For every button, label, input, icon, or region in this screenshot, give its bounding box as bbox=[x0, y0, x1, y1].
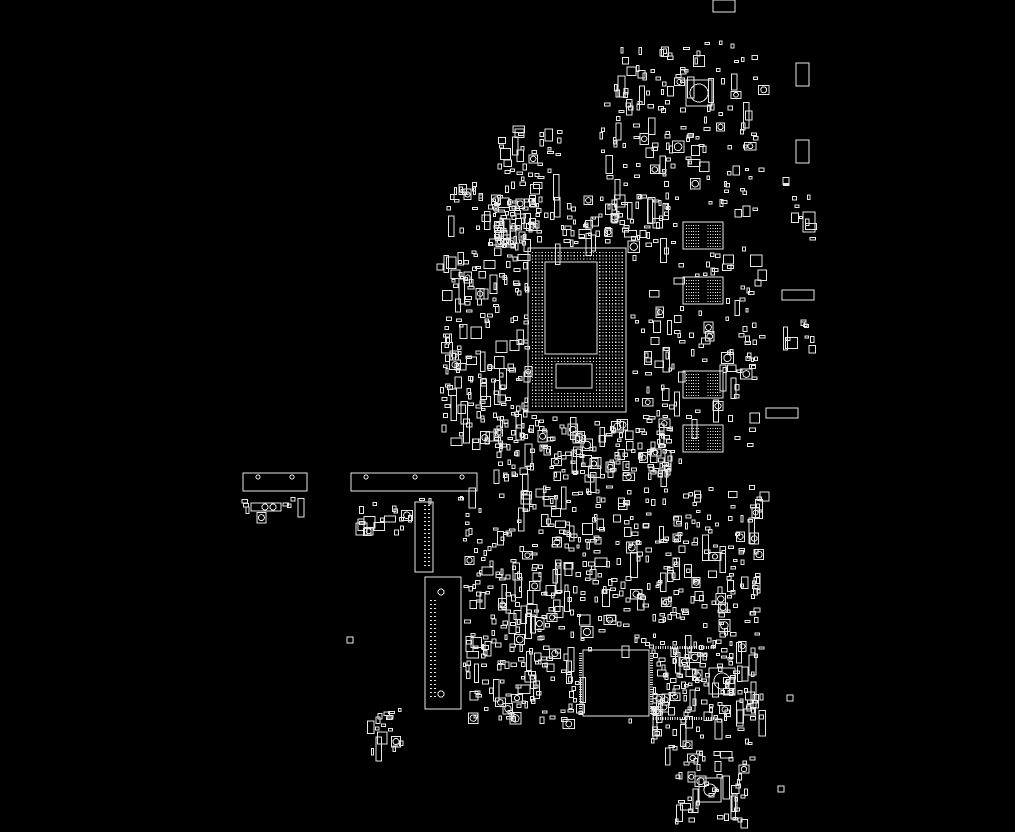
board-connector-left[interactable] bbox=[242, 472, 308, 512]
dram-chip-3[interactable] bbox=[682, 370, 724, 399]
board-connector-mid[interactable] bbox=[350, 472, 478, 492]
bga-cpu-package[interactable] bbox=[527, 247, 627, 413]
qfn-controller-chip[interactable] bbox=[579, 646, 714, 720]
bga-ball-grid bbox=[532, 252, 623, 407]
qfn-pins bbox=[579, 646, 714, 720]
test-pads bbox=[346, 263, 794, 793]
vertical-connector[interactable] bbox=[414, 501, 462, 710]
edge-connector-1 bbox=[712, 0, 816, 419]
mounting-pad-bottom bbox=[698, 777, 722, 803]
dram-chip-2[interactable] bbox=[682, 276, 724, 305]
passive-components bbox=[241, 40, 818, 829]
dram-chip-4[interactable] bbox=[682, 424, 724, 453]
dram-chip-1[interactable] bbox=[682, 221, 724, 250]
